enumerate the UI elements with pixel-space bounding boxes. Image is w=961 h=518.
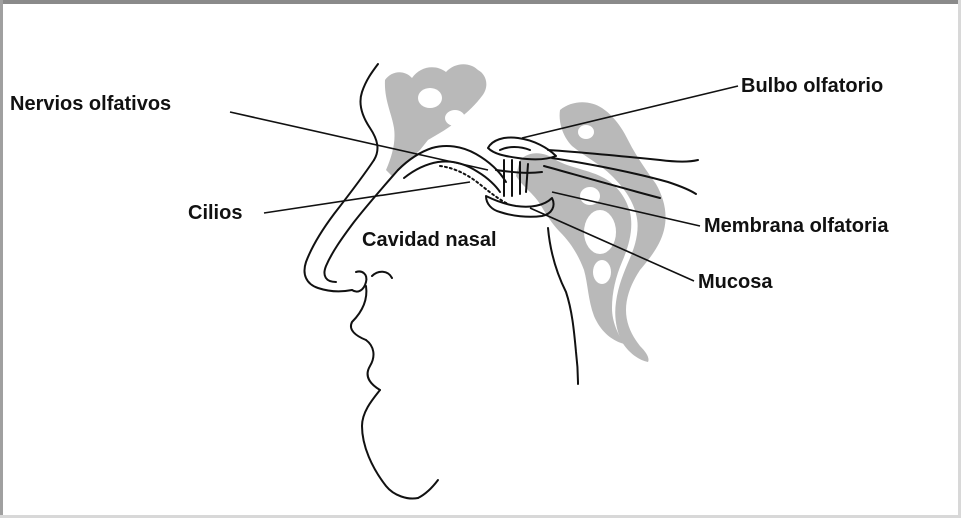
frame-left-edge (0, 0, 3, 518)
pharynx-back-line (548, 228, 578, 384)
leader-lines (230, 86, 738, 281)
sinus-cavity-5 (593, 260, 611, 284)
sinus-cavity-3 (584, 210, 616, 254)
nose-inner-line (324, 170, 398, 282)
sinus-cavity-2 (445, 110, 465, 126)
olfactory-bulb-inner (500, 147, 530, 150)
leader-bulbo (522, 86, 738, 138)
sinus-cavity-1 (418, 88, 442, 108)
leader-cilios (264, 182, 470, 213)
frontal-bone-shape (385, 64, 486, 176)
frame-top-edge (0, 0, 961, 4)
skull-bone-region (385, 64, 666, 362)
label-mucosa: Mucosa (698, 272, 772, 292)
sphenoid-bone-shape (516, 153, 631, 344)
sinus-cavity-6 (578, 125, 594, 139)
throat-line (418, 480, 438, 498)
lower-lip-line (366, 340, 380, 390)
label-nervios-olfativos: Nervios olfativos (10, 94, 171, 114)
label-membrana-olfatoria: Membrana olfatoria (704, 216, 888, 236)
nose-outer-line (305, 160, 375, 291)
forehead-line (360, 64, 378, 160)
label-cavidad-nasal: Cavidad nasal (362, 230, 497, 250)
label-bulbo-olfatorio: Bulbo olfatorio (741, 76, 883, 96)
label-cilios: Cilios (188, 203, 242, 223)
nostril-opening (372, 272, 392, 278)
nasal-cavity-inner-roof (404, 161, 500, 192)
upper-lip-line (351, 286, 366, 340)
nostril-line (352, 271, 366, 291)
chin-line (362, 390, 418, 499)
